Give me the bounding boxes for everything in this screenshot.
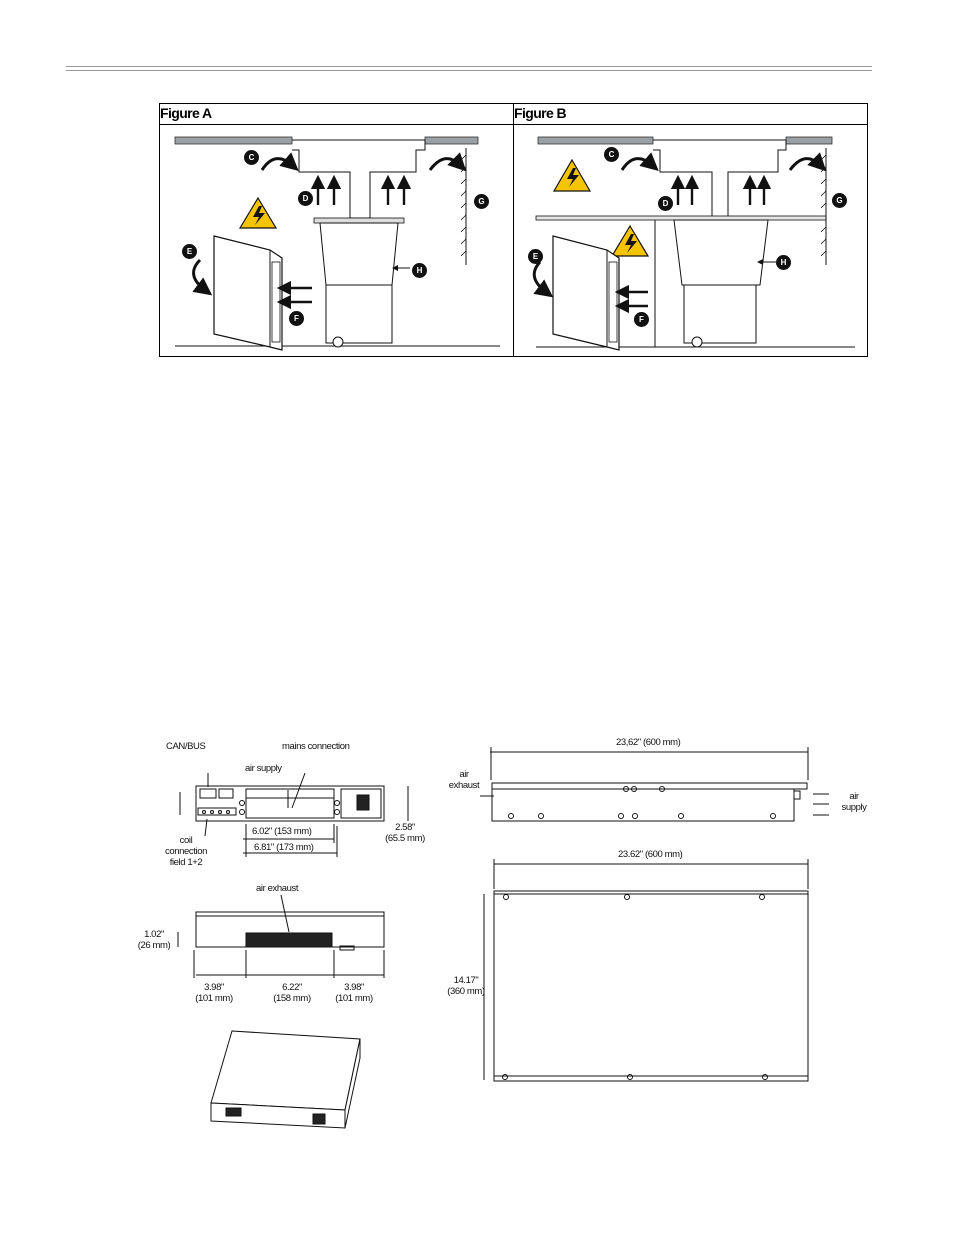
label-side-air-exhaust: air exhaust — [442, 769, 486, 791]
label-rear-height-imperial: 1.02" — [132, 929, 176, 940]
ceiling-tile — [175, 137, 292, 144]
label-dim-left: 3.98" (101 mm) — [193, 982, 235, 1004]
marker-e: E — [528, 249, 543, 264]
label-dim-left-imperial: 3.98" — [193, 982, 235, 993]
marker-g: G — [832, 193, 847, 208]
label-side-air-supply-1: air — [832, 791, 876, 802]
label-coil-line-3: field 1+2 — [154, 857, 218, 868]
curved-arrow — [430, 159, 460, 170]
marker-g: G — [474, 194, 489, 209]
label-air-supply: air supply — [245, 763, 282, 774]
label-height-imperial: 2.58" — [380, 822, 430, 833]
label-side-air-exhaust-2: exhaust — [442, 780, 486, 791]
label-coil-line-1: coil — [154, 835, 218, 846]
ceiling-tile — [425, 137, 478, 144]
ceiling-duct — [292, 140, 425, 218]
figure-a-scene — [175, 137, 500, 350]
marker-f: F — [634, 312, 649, 327]
label-height: 2.58" (65.5 mm) — [380, 822, 430, 844]
label-side-air-supply: air supply — [832, 791, 876, 813]
marker-d: D — [658, 196, 673, 211]
suspended-ceiling — [536, 216, 826, 220]
label-dim-left-metric: (101 mm) — [193, 993, 235, 1004]
label-top-depth-metric: (360 mm) — [440, 986, 492, 997]
label-side-air-supply-2: supply — [832, 802, 876, 813]
wall-hatch — [461, 155, 466, 256]
label-dim-center-metric: (158 mm) — [268, 993, 316, 1004]
label-can-bus: CAN/BUS — [166, 741, 205, 752]
figure-a-illustration — [0, 0, 954, 360]
lamp-plate — [314, 218, 404, 223]
marker-h: H — [412, 263, 427, 278]
label-side-air-exhaust-1: air — [442, 769, 486, 780]
rear-view — [178, 895, 384, 978]
iso-view — [211, 1031, 360, 1128]
label-top-depth: 14.17" (360 mm) — [440, 975, 492, 997]
top-view — [484, 859, 808, 1081]
label-dim-right-metric: (101 mm) — [333, 993, 375, 1004]
lamp-housing — [320, 223, 398, 285]
marker-h: H — [776, 255, 791, 270]
label-width-outer: 6.81" (173 mm) — [254, 842, 314, 853]
label-side-width: 23,62" (600 mm) — [616, 737, 680, 748]
airflow-up-arrows — [318, 182, 404, 205]
marker-e: E — [182, 244, 197, 259]
side-view — [480, 747, 829, 821]
marker-d: D — [298, 191, 313, 206]
curved-arrow — [262, 159, 292, 170]
label-air-exhaust: air exhaust — [256, 883, 298, 894]
marker-c: C — [604, 147, 619, 162]
label-dim-right-imperial: 3.98" — [333, 982, 375, 993]
label-dim-center-imperial: 6.22" — [268, 982, 316, 993]
label-rear-height: 1.02" (26 mm) — [132, 929, 176, 951]
label-rear-height-metric: (26 mm) — [132, 940, 176, 951]
marker-c: C — [244, 150, 259, 165]
label-coil-line-2: connection — [154, 846, 218, 857]
label-coil-connection: coil connection field 1+2 — [154, 835, 218, 868]
label-height-metric: (65.5 mm) — [380, 833, 430, 844]
lamp-base — [326, 285, 392, 343]
label-top-depth-imperial: 14.17" — [440, 975, 492, 986]
label-top-width: 23.62" (600 mm) — [618, 849, 682, 860]
label-width-inner: 6.02" (153 mm) — [252, 826, 312, 837]
marker-f: F — [289, 311, 304, 326]
label-dim-center: 6.22" (158 mm) — [268, 982, 316, 1004]
label-dim-right: 3.98" (101 mm) — [333, 982, 375, 1004]
label-mains-connection: mains connection — [282, 741, 350, 752]
figure-b-scene — [534, 137, 855, 350]
